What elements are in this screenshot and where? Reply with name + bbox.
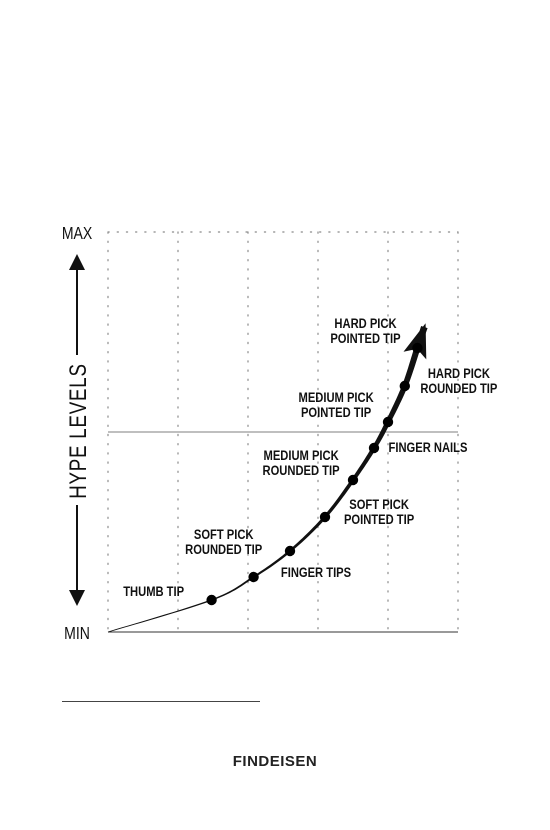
data-point xyxy=(382,416,394,428)
data-point xyxy=(248,571,259,583)
data-point xyxy=(412,342,423,354)
point-label: ROUNDED TIP xyxy=(185,542,263,557)
data-point xyxy=(399,380,410,392)
point-label: POINTED TIP xyxy=(330,331,401,346)
data-point xyxy=(319,511,331,523)
data-point xyxy=(206,594,217,606)
point-label: THUMB TIP xyxy=(123,584,184,599)
point-label: POINTED TIP xyxy=(344,512,415,527)
point-label: FINGER NAILS xyxy=(389,440,468,455)
data-point xyxy=(347,474,359,486)
point-label: MEDIUM PICK xyxy=(264,448,340,463)
point-label: HARD PICK xyxy=(334,316,397,331)
point-label: FINGER TIPS xyxy=(281,565,351,580)
point-label: ROUNDED TIP xyxy=(263,463,341,478)
data-point xyxy=(284,545,296,557)
point-label: POINTED TIP xyxy=(301,405,372,420)
y-max-label: MAX xyxy=(62,223,93,243)
point-label: ROUNDED TIP xyxy=(420,381,498,396)
chart-grid xyxy=(107,231,459,633)
data-point xyxy=(368,442,380,454)
brand-name: FINDEISEN xyxy=(232,753,318,770)
y-axis-title: HYPE LEVELS xyxy=(65,363,92,498)
point-label: SOFT PICK xyxy=(194,527,254,542)
point-label: HARD PICK xyxy=(428,366,491,381)
footer-divider xyxy=(62,701,260,702)
data-points xyxy=(206,342,423,606)
y-min-label: MIN xyxy=(64,623,90,643)
point-label: MEDIUM PICK xyxy=(299,390,375,405)
point-label: SOFT PICK xyxy=(349,497,409,512)
